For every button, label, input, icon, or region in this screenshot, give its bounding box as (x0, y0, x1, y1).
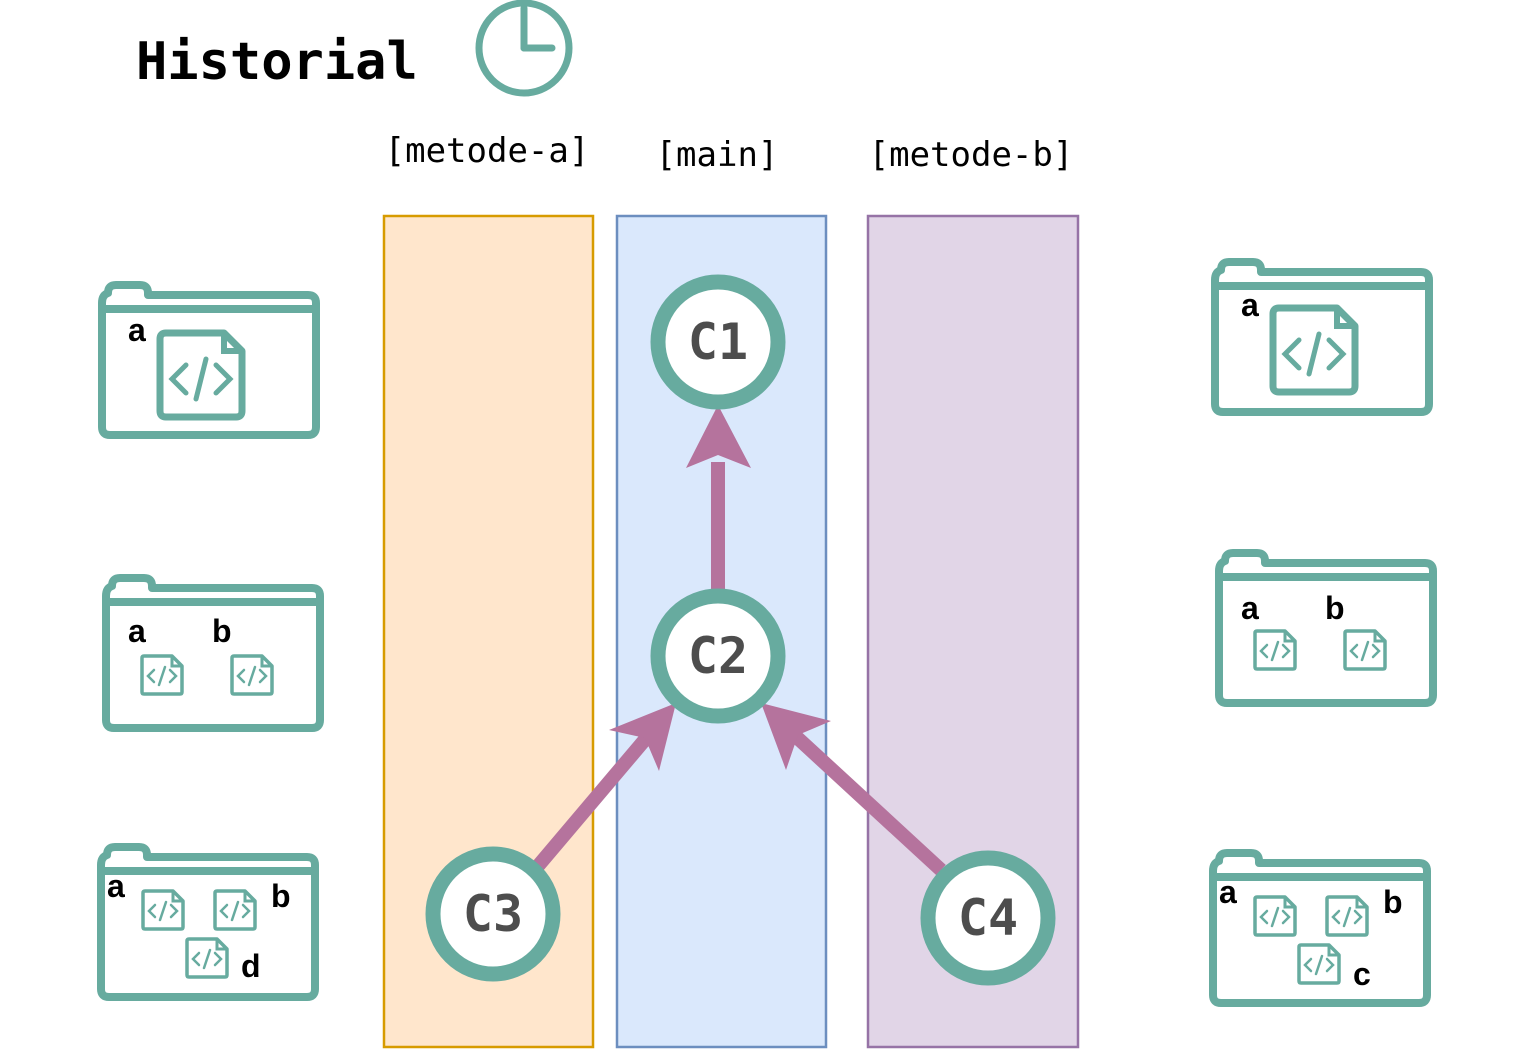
commit-c1[interactable]: C1 (650, 274, 786, 410)
edge-c2-c1 (686, 405, 751, 592)
folder-icon: a b (106, 578, 320, 728)
commit-c4[interactable]: C4 (920, 850, 1056, 986)
code-file-icon (1253, 629, 1297, 671)
code-file-icon (140, 654, 184, 696)
commit-c3[interactable]: C3 (425, 846, 561, 982)
file-label-a: a (1241, 590, 1259, 626)
code-file-icon (1253, 895, 1297, 937)
file-label-b: b (212, 613, 232, 649)
branch-label-metode-a: [metode-a] (385, 131, 590, 171)
file-label-d: d (241, 948, 261, 984)
commit-c2-label: C2 (688, 627, 748, 685)
commit-c4-label: C4 (958, 889, 1018, 947)
code-file-icon (230, 654, 274, 696)
file-label-a: a (1241, 287, 1259, 323)
file-label-a: a (107, 868, 125, 904)
file-label-c: c (1353, 956, 1371, 992)
edge-c3-c2 (532, 703, 676, 871)
folder-icon: a b (1219, 553, 1433, 703)
code-file-icon (160, 333, 242, 417)
clock-icon (475, 0, 573, 97)
code-file-icon (1297, 943, 1341, 985)
file-label-a: a (128, 312, 146, 348)
folder-icon: a (1215, 262, 1429, 412)
commit-c3-label: C3 (463, 885, 523, 943)
edge-c4-c2 (761, 703, 946, 876)
code-file-icon (213, 889, 257, 931)
code-file-icon (185, 937, 229, 979)
commit-c2[interactable]: C2 (650, 588, 786, 724)
folder-icon: a b d (101, 847, 315, 997)
file-label-b: b (1383, 884, 1403, 920)
branch-label-main: [main] (656, 135, 779, 175)
code-file-icon (1273, 308, 1355, 392)
file-label-b: b (271, 878, 291, 914)
file-label-b: b (1325, 590, 1345, 626)
code-file-icon (1325, 895, 1369, 937)
commit-c1-label: C1 (688, 313, 748, 371)
page-title: Historial (136, 32, 418, 92)
branch-label-metode-b: [metode-b] (869, 135, 1074, 175)
code-file-icon (1343, 629, 1387, 671)
code-file-icon (141, 889, 185, 931)
file-label-a: a (128, 613, 146, 649)
folder-icon: a b c (1213, 853, 1427, 1003)
file-label-a: a (1219, 874, 1237, 910)
folder-icon: a (102, 285, 316, 435)
